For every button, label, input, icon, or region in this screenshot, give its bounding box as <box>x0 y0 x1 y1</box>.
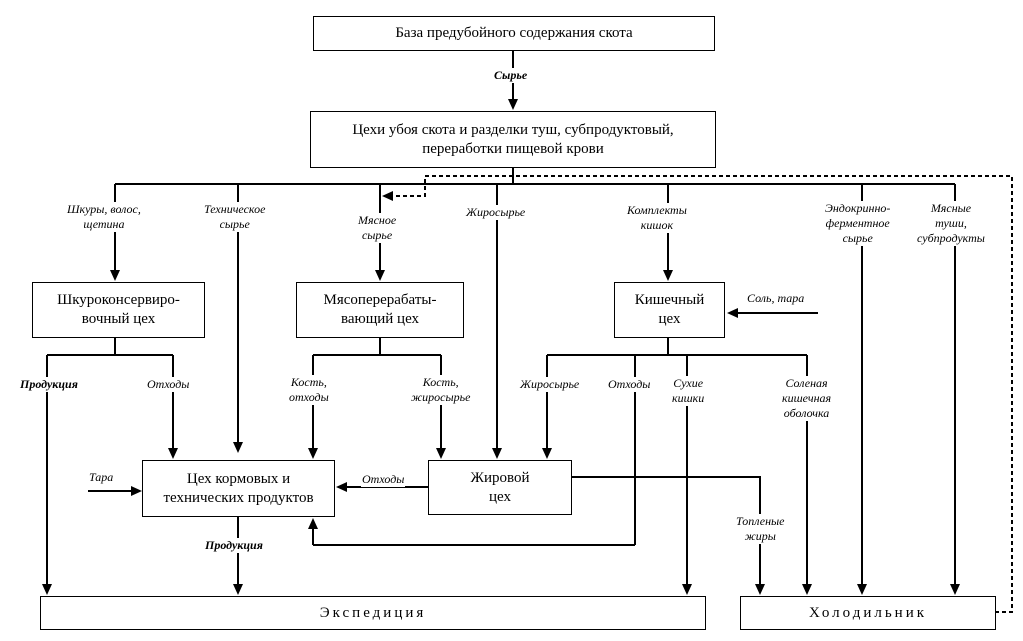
label-hides-in: Шкуры, волос, щетина <box>66 202 142 232</box>
label-carcass: Мясные туши, субпродукты <box>916 201 986 246</box>
node-expedition: Экспедиция <box>40 596 706 630</box>
label-hides-prod: Продукция <box>19 377 79 392</box>
label-endo: Эндокринно- ферментное сырье <box>824 201 892 246</box>
label-hides-waste: Отходы <box>146 377 191 392</box>
label-fat-raw: Жиросырье <box>465 205 527 220</box>
node-base: База предубойного содержания скота <box>313 16 715 51</box>
label-salted: Соленая кишечная оболочка <box>781 376 833 421</box>
label-feed-prod: Продукция <box>204 538 264 553</box>
label-dry-gut: Сухие кишки <box>671 376 706 406</box>
node-fridge: Холодильник <box>740 596 996 630</box>
label-tech-raw: Техническое сырье <box>203 202 267 232</box>
label-rendered: Топленые жиры <box>735 514 786 544</box>
node-gut: Кишечный цех <box>614 282 725 338</box>
node-fat: Жировой цех <box>428 460 572 515</box>
node-hides: Шкуроконсервиро- вочный цех <box>32 282 205 338</box>
label-bone-fat: Кость, жиросырье <box>410 375 472 405</box>
label-raw: Сырье <box>493 68 529 83</box>
label-fat-waste: Отходы <box>361 472 406 487</box>
label-gut-sets: Комплекты кишок <box>626 203 688 233</box>
node-slaughter: Цехи убоя скота и разделки туш, субпроду… <box>310 111 716 168</box>
label-bone-waste: Кость, отходы <box>288 375 330 405</box>
node-feed: Цех кормовых и технических продуктов <box>142 460 335 517</box>
label-meat-raw: Мясное сырье <box>357 213 398 243</box>
label-salt: Соль, тара <box>746 291 806 306</box>
label-gut-fat: Жиросырье <box>519 377 581 392</box>
label-tara: Тара <box>88 470 115 485</box>
label-gut-waste: Отходы <box>607 377 652 392</box>
node-meat: Мясоперерабаты- вающий цех <box>296 282 464 338</box>
